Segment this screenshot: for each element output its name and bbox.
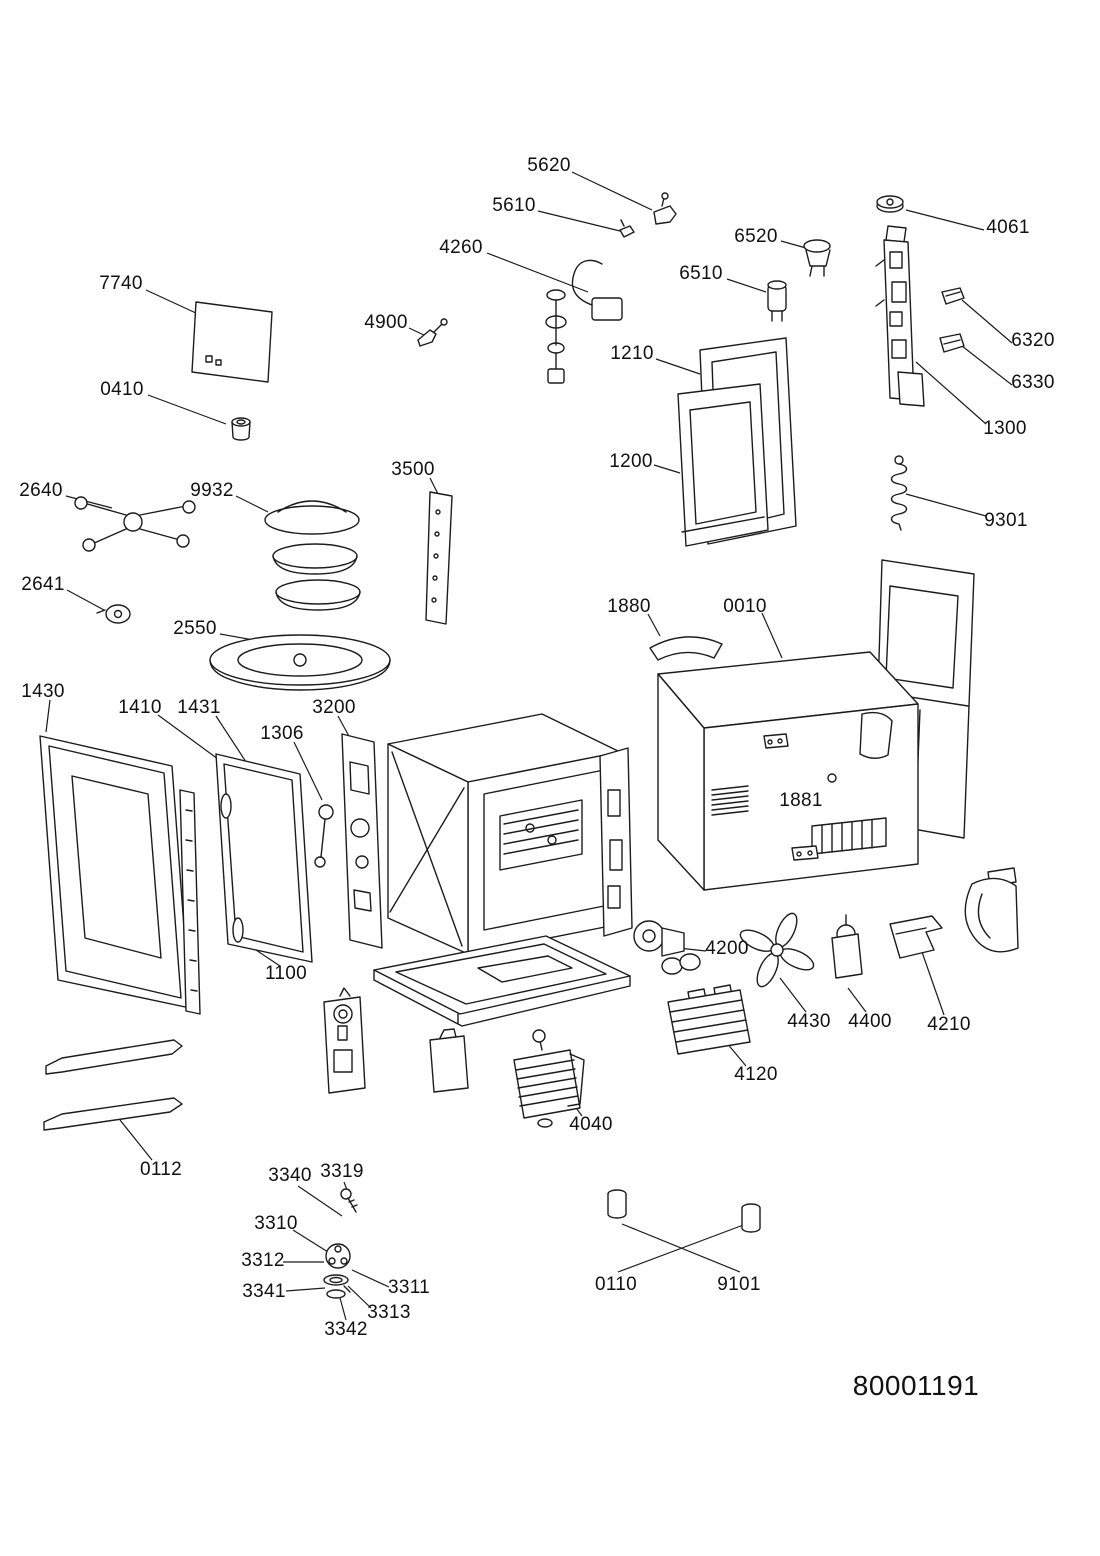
part-label-6510: 6510 [679, 263, 723, 284]
part-9301-graphic [890, 455, 908, 531]
part-6520-graphic [803, 239, 831, 277]
part-label-2641: 2641 [21, 574, 65, 595]
part-label-6330: 6330 [1011, 372, 1055, 393]
part-label-1300: 1300 [983, 418, 1027, 439]
part-label-3310: 3310 [254, 1213, 298, 1234]
part-label-3312: 3312 [241, 1250, 285, 1271]
part-0410-graphic [231, 417, 251, 441]
part-1300-graphic [875, 225, 925, 407]
part-9932-graphic [264, 500, 361, 611]
part-1430-graphic [39, 735, 201, 1015]
part-0110-9101-graphic [607, 1189, 761, 1233]
part-1881-graphic [763, 733, 819, 861]
part-6330-graphic [939, 333, 965, 353]
part-label-2640: 2640 [19, 480, 63, 501]
part-0112-graphic [43, 1039, 183, 1131]
part-label-2550: 2550 [173, 618, 217, 639]
part-label-1100: 1100 [264, 963, 308, 984]
part-4210-graphic [889, 915, 943, 959]
part-6510-graphic [767, 280, 787, 322]
part-label-1430: 1430 [21, 681, 65, 702]
part-label-6520: 6520 [734, 226, 778, 247]
part-label-4400: 4400 [848, 1011, 892, 1032]
part-label-3313: 3313 [367, 1302, 411, 1323]
part-1200-graphic [677, 383, 769, 547]
part-label-3311: 3311 [387, 1277, 431, 1298]
part-label-7740: 7740 [99, 273, 143, 294]
part-4260-graphic [545, 259, 623, 384]
part-5620-graphic [653, 192, 677, 225]
part-label-1431: 1431 [177, 697, 221, 718]
part-2640-graphic [74, 496, 196, 552]
part-label-0410: 0410 [100, 379, 144, 400]
part-label-4200: 4200 [705, 938, 749, 959]
part-shaft-cluster-graphic [323, 1188, 358, 1299]
part-5610-graphic [619, 219, 635, 238]
document-number: 80001191 [852, 1370, 980, 1401]
part-1100-graphic [373, 935, 631, 1027]
part-label-5610: 5610 [492, 195, 536, 216]
part-label-1306: 1306 [260, 723, 304, 744]
part-2550-graphic [209, 634, 391, 691]
part-label-1881: 1881 [779, 790, 823, 811]
part-4430-graphic [739, 912, 815, 988]
part-1306-graphic [314, 804, 334, 868]
part-label-1210: 1210 [610, 343, 654, 364]
part-1410-graphic [215, 753, 313, 963]
part-label-3340: 3340 [268, 1165, 312, 1186]
part-4900-graphic [417, 318, 448, 347]
part-label-4260: 4260 [439, 237, 483, 258]
part-label-4900: 4900 [364, 312, 408, 333]
part-label-3342: 3342 [324, 1319, 368, 1340]
part-cavity-graphic [387, 713, 633, 955]
part-6320-graphic [941, 287, 965, 305]
part-label-0010: 0010 [723, 596, 767, 617]
part-label-6320: 6320 [1011, 330, 1055, 351]
part-4120-graphic [667, 984, 751, 1055]
part-label-0110: 0110 [594, 1274, 638, 1295]
part-label-4061: 4061 [986, 217, 1030, 238]
part-label-4430: 4430 [787, 1011, 831, 1032]
part-label-3500: 3500 [391, 459, 435, 480]
part-4040-graphic [513, 1029, 585, 1128]
part-1880-graphic [649, 636, 723, 661]
part-label-5620: 5620 [527, 155, 571, 176]
part-label-4210: 4210 [927, 1014, 971, 1035]
part-4200-graphic [633, 920, 701, 975]
part-label-9301: 9301 [984, 510, 1028, 531]
part-label-4040: 4040 [569, 1114, 613, 1135]
part-bracket-plate-graphic [323, 987, 366, 1094]
part-label-0112: 0112 [139, 1159, 183, 1180]
part-label-3319: 3319 [320, 1161, 364, 1182]
part-3200-graphic [341, 733, 383, 949]
part-3500-graphic [425, 491, 453, 625]
part-label-3341: 3341 [242, 1281, 286, 1302]
part-4061-graphic [876, 195, 904, 213]
part-label-3200: 3200 [312, 697, 356, 718]
part-0010-graphic [657, 651, 919, 891]
part-2641-graphic [96, 604, 131, 624]
part-air-duct-graphic [964, 867, 1019, 953]
part-small-plate-graphic [429, 1028, 469, 1093]
part-label-1880: 1880 [607, 596, 651, 617]
part-label-4120: 4120 [734, 1064, 778, 1085]
part-label-9101: 9101 [717, 1274, 761, 1295]
part-4400-graphic [831, 914, 863, 979]
part-7740-graphic [191, 301, 273, 383]
part-label-9932: 9932 [190, 480, 234, 501]
part-label-1200: 1200 [609, 451, 653, 472]
part-label-1410: 1410 [118, 697, 162, 718]
